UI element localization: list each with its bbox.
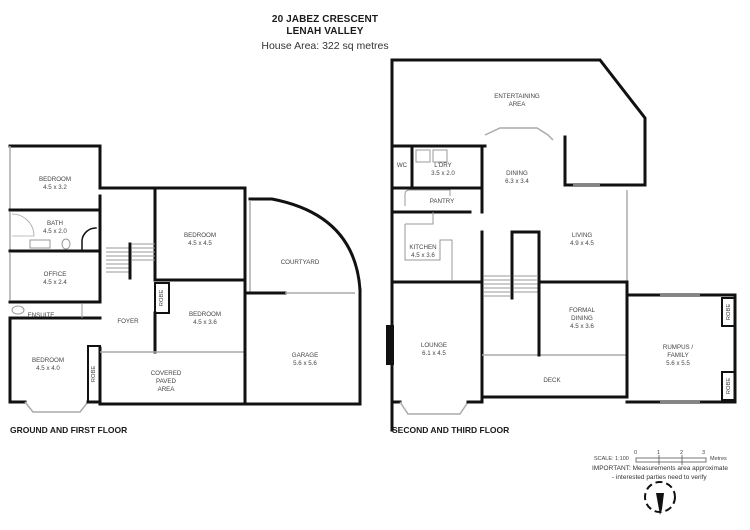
room-ensuite: ENSUITE <box>27 312 55 319</box>
room-robe-3: ROBE <box>726 303 732 321</box>
room-courtyard: COURTYARD <box>280 259 320 266</box>
right-floor-plan <box>386 58 737 432</box>
room-deck: DECK <box>543 377 561 384</box>
left-floor-plan <box>8 144 362 413</box>
important-note-2: - interested parties need to verify <box>612 474 707 481</box>
scale-tick-2: 2 <box>680 450 684 456</box>
room-robe-4: ROBE <box>726 377 732 395</box>
address-line-1: 20 JABEZ CRESCENT <box>271 14 379 25</box>
room-robe-1: ROBE <box>91 365 97 383</box>
scale-tick-3: 3 <box>702 450 706 456</box>
scale-bar <box>635 455 707 465</box>
floor-title-second-third: SECOND AND THIRD FLOOR <box>392 425 510 435</box>
floor-title-ground-first: GROUND AND FIRST FLOOR <box>10 425 128 435</box>
house-area: House Area: 322 sq metres <box>261 40 389 52</box>
important-note-1: IMPORTANT: Measurements area approximate <box>592 465 728 472</box>
room-pantry: PANTRY <box>429 198 455 205</box>
scale-unit: Metres <box>710 456 727 462</box>
compass-north-arrow <box>644 481 676 515</box>
scale-tick-1: 1 <box>657 450 661 456</box>
room-foyer: FOYER <box>117 318 139 325</box>
scale-label: SCALE: 1:100 <box>594 456 629 462</box>
room-wc: WC <box>396 162 408 169</box>
scale-tick-0: 0 <box>634 450 638 456</box>
address-line-2: LENAH VALLEY <box>286 26 364 37</box>
room-robe-2: ROBE <box>159 289 165 307</box>
